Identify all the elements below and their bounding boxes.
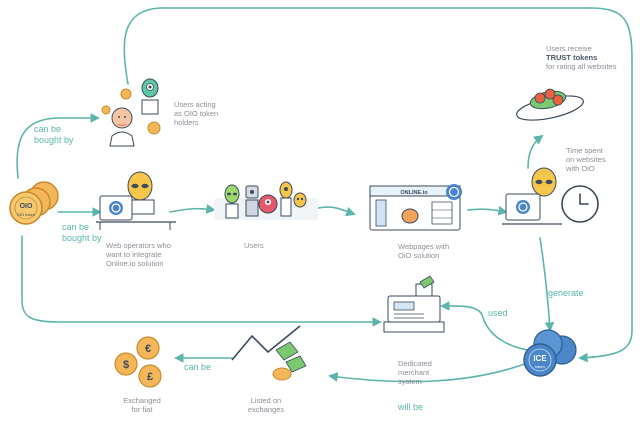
edge-label-can-be: can be (184, 362, 212, 372)
fiat-label-line: Exchanged (123, 396, 161, 405)
exchanges-label-line: exchanges (247, 405, 285, 414)
shopper-icon (401, 208, 419, 224)
web-operator-illustration (96, 171, 176, 230)
merchant-label-line: Dedicated (398, 359, 432, 368)
trust-label-line: Users receive (546, 44, 592, 53)
edge-webpages-to-time (467, 205, 508, 216)
time-spent-label-line: on websites (566, 155, 606, 164)
web-operators-label-line: want to integrate (106, 250, 162, 259)
trust-token-icon (544, 88, 556, 100)
webpages-screen-text: ONLINE.io (400, 190, 428, 196)
exchanges-label: Listed on exchanges (238, 396, 294, 414)
trust-label: Users receive TRUST tokens for rating al… (546, 44, 616, 71)
user-robot-icon (245, 185, 259, 217)
holders-label-line: as OIO token (174, 109, 219, 118)
exchanges-label-line: Listed on (250, 396, 282, 405)
exchange-chart-icon (231, 325, 301, 361)
users-label: Users (244, 241, 264, 250)
edge-label-line: can be (62, 222, 90, 232)
edge-time-to-trust (527, 134, 544, 169)
merchant-label-line: system (398, 377, 422, 386)
fiat-label: Exchanged for fiat (118, 396, 166, 414)
merchant-label: Dedicated merchant system (398, 359, 432, 386)
edge-label-bought-by-mid: can be bought by (62, 222, 102, 244)
web-operators-label-line: Web operators who (106, 241, 171, 250)
holder-man-icon (109, 107, 135, 147)
oio-token-label: OIO token (17, 212, 35, 217)
merchant-label-line: merchant (398, 368, 430, 377)
webpages-logo-icon (446, 184, 462, 200)
time-spent-label-line: with OiO (566, 164, 595, 173)
trust-label-line: for rating all websites (546, 62, 617, 71)
merchant-cash-icon (419, 275, 435, 289)
svg-text:€: € (145, 343, 151, 355)
exchange-coin-icon (272, 367, 292, 381)
exchanges-illustration (231, 325, 307, 381)
webpages-label-line: OiO solution (398, 251, 440, 260)
fiat-label-line: for fiat (131, 405, 153, 414)
webpages-label-line: Webpages with (398, 242, 450, 251)
user-small-alien-icon (293, 192, 307, 208)
users-illustration (214, 181, 318, 220)
ice-token-icon: ICE token (523, 329, 577, 377)
edge-label-line: bought by (62, 233, 102, 243)
time-logo-icon (516, 200, 530, 214)
edge-operators-to-users (169, 204, 216, 214)
time-spent-label-line: Time spent (566, 146, 603, 155)
edge-label-line: bought by (34, 135, 74, 145)
edge-used (440, 301, 541, 353)
svg-text:OIO: OIO (20, 203, 33, 210)
holders-label-line: Users acting (174, 100, 216, 109)
holder-coin-icon (101, 105, 111, 115)
operator-logo-icon (109, 201, 123, 215)
euro-coin-icon: € (136, 336, 160, 360)
ice-token-sublabel: token (535, 364, 545, 369)
trust-token-icon (552, 94, 564, 106)
trust-illustration (516, 88, 584, 121)
webpages-illustration: ONLINE.io (369, 184, 462, 231)
user-tall-alien-icon (279, 181, 293, 217)
ice-token-label: ICE (533, 354, 547, 363)
dollar-coin-icon: $ (114, 352, 138, 376)
user-alien-icon (224, 184, 240, 219)
time-spent-illustration (502, 167, 599, 225)
edge-will-be (328, 361, 531, 383)
edge-users-to-webpages (317, 206, 356, 217)
holder-green-alien-icon (141, 78, 159, 115)
oio-token-icon: OIO OIO token (9, 181, 59, 225)
edge-label-line: can be (34, 124, 62, 134)
holder-coin-icon (147, 121, 161, 135)
edge-generate (539, 237, 555, 332)
holders-label-line: holders (174, 118, 199, 127)
webpages-label: Webpages with OiO solution (398, 242, 449, 260)
edge-oio-to-holders (16, 113, 100, 179)
edge-holders-loop (123, 7, 633, 363)
web-operators-label-line: Online.io solution (106, 259, 164, 268)
edge-label-will-be: will be (398, 402, 424, 412)
holders-illustration (101, 78, 161, 147)
pound-coin-icon: £ (138, 364, 162, 388)
user-red-alien-icon (258, 194, 278, 214)
merchant-illustration (383, 275, 445, 333)
web-operators-label: Web operators who want to integrate Onli… (106, 241, 171, 268)
connectors (16, 7, 633, 383)
holder-coin-icon (120, 88, 132, 100)
fiat-illustration: € $ £ (114, 336, 162, 388)
trust-token-icon (534, 92, 546, 104)
edge-label-used: used (488, 308, 508, 318)
edge-oio-to-merchant (21, 235, 382, 327)
edge-label-generate: generate (548, 288, 584, 298)
edge-label-bought-by-top: can be bought by (34, 124, 74, 146)
svg-text:£: £ (147, 371, 153, 383)
svg-text:$: $ (123, 359, 129, 371)
trust-label-line: TRUST tokens (546, 53, 598, 62)
time-spent-label: Time spent on websites with OiO (566, 146, 606, 173)
holders-label: Users acting as OIO token holders (174, 100, 218, 127)
